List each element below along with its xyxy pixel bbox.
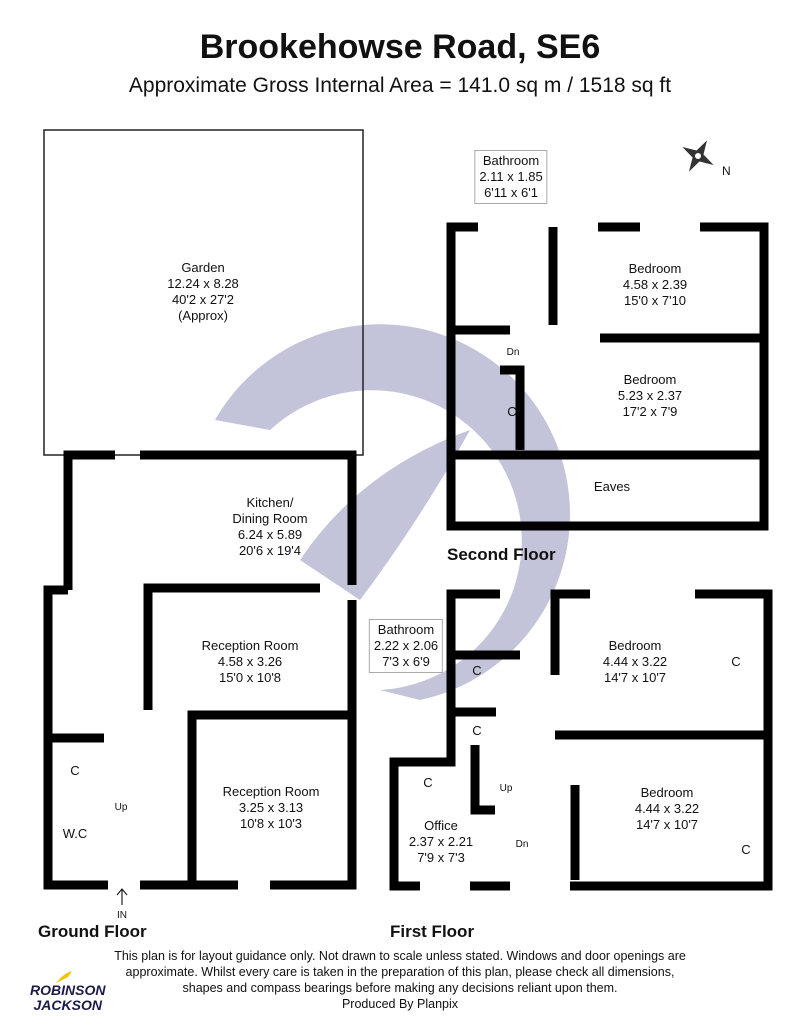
room-size-metric: 5.23 x 2.37 [617, 388, 683, 403]
room-size-imperial: 14'7 x 10'7 [603, 670, 667, 685]
room-size-metric: 4.44 x 3.22 [634, 801, 700, 816]
stairs-up-label: Up [499, 783, 513, 794]
disclaimer: This plan is for layout guidance only. N… [110, 948, 690, 1012]
room-kitchen-dining: Kitchen/ Dining Room 6.24 x 5.89 20'6 x … [232, 495, 307, 559]
logo-swoosh-icon [56, 971, 72, 983]
compass-north-label: N [722, 164, 731, 178]
room-bedroom-first-1: Bedroom 4.44 x 3.22 14'7 x 10'7 [603, 638, 667, 686]
room-size-imperial: 6'11 x 6'1 [484, 185, 538, 200]
entrance-arrow-icon [116, 888, 128, 905]
room-bathroom-first: Bathroom 2.22 x 2.06 7'3 x 6'9 [368, 619, 444, 673]
room-name: Bedroom [628, 261, 682, 276]
page-title: Brookehowse Road, SE6 [199, 28, 601, 66]
room-name: Garden [181, 260, 225, 275]
room-size-metric: 12.24 x 8.28 [167, 276, 239, 291]
room-eaves: Eaves [593, 479, 631, 494]
area-subtitle: Approximate Gross Internal Area = 141.0 … [128, 74, 672, 97]
entrance-label: IN [117, 910, 127, 921]
room-size-metric: 4.58 x 3.26 [217, 654, 283, 669]
room-name: Reception Room [201, 638, 299, 653]
room-size-imperial: 14'7 x 10'7 [635, 817, 699, 832]
room-bedroom-second-2: Bedroom 5.23 x 2.37 17'2 x 7'9 [618, 372, 682, 420]
watermark-tail [300, 430, 470, 600]
wc-label: W.C [62, 826, 88, 841]
room-size-imperial: 40'2 x 27'2 [171, 292, 235, 307]
stairs-down-label: Dn [515, 839, 529, 850]
room-size-imperial: 7'9 x 7'3 [417, 850, 465, 865]
floor-label-first: First Floor [390, 922, 475, 941]
room-reception-2: Reception Room 3.25 x 3.13 10'8 x 10'3 [223, 784, 320, 832]
room-name: Bathroom [377, 622, 435, 637]
room-name: Bedroom [640, 785, 694, 800]
room-size-imperial: 10'8 x 10'3 [239, 816, 303, 831]
room-size-metric: 4.44 x 3.22 [602, 654, 668, 669]
room-size-metric: 2.37 x 2.21 [408, 834, 474, 849]
ground-floor-walls [43, 450, 357, 890]
room-size-imperial: 15'0 x 7'10 [623, 293, 687, 308]
room-garden: Garden 12.24 x 8.28 40'2 x 27'2 (Approx) [167, 260, 239, 324]
floor-label-second: Second Floor [447, 545, 556, 564]
logo-line-2: JACKSON [33, 997, 102, 1013]
stairs-up-label: Up [114, 802, 128, 813]
room-name: Kitchen/ [246, 495, 294, 510]
room-size-metric: 3.25 x 3.13 [238, 800, 304, 815]
room-bathroom-second: Bathroom 2.11 x 1.85 6'11 x 6'1 [474, 150, 548, 204]
watermark-swirl [215, 324, 570, 700]
room-reception-1: Reception Room 4.58 x 3.26 15'0 x 10'8 [202, 638, 299, 686]
room-office: Office 2.37 x 2.21 7'9 x 7'3 [409, 818, 473, 866]
room-bedroom-second-1: Bedroom 4.58 x 2.39 15'0 x 7'10 [623, 261, 687, 309]
floor-label-ground: Ground Floor [38, 922, 147, 941]
produced-by: Produced By Planpix [341, 997, 459, 1011]
room-size-metric: 2.22 x 2.06 [373, 638, 439, 653]
second-floor-walls [446, 222, 769, 531]
room-size-imperial: 17'2 x 7'9 [622, 404, 678, 419]
cupboard-label: C [507, 404, 517, 419]
room-name: Bedroom [623, 372, 677, 387]
room-bedroom-first-2: Bedroom 4.44 x 3.22 14'7 x 10'7 [635, 785, 699, 833]
cupboard-label: C [70, 763, 80, 778]
compass-icon [682, 140, 714, 172]
room-size-imperial: 15'0 x 10'8 [218, 670, 282, 685]
room-size-metric: 6.24 x 5.89 [237, 527, 303, 542]
room-note: (Approx) [178, 308, 228, 323]
first-floor-walls [389, 589, 773, 891]
agency-logo: ROBINSON JACKSON [30, 971, 106, 1013]
cupboard-label: C [472, 663, 482, 678]
room-size-metric: 4.58 x 2.39 [622, 277, 688, 292]
room-name: Office [424, 818, 458, 833]
room-name: Reception Room [222, 784, 320, 799]
cupboard-label: C [731, 654, 741, 669]
cupboard-label: C [423, 775, 433, 790]
cupboard-label: C [472, 723, 482, 738]
room-name: Bedroom [608, 638, 662, 653]
room-size-metric: 2.11 x 1.85 [479, 169, 543, 184]
stairs-down-label: Dn [506, 347, 520, 358]
room-name-line2: Dining Room [232, 511, 308, 526]
room-size-imperial: 20'6 x 19'4 [238, 543, 302, 558]
logo-line-1: ROBINSON [30, 982, 106, 998]
room-name: Bathroom [482, 153, 540, 168]
room-size-imperial: 7'3 x 6'9 [382, 654, 430, 669]
disclaimer-text: This plan is for layout guidance only. N… [114, 949, 686, 995]
cupboard-label: C [741, 842, 751, 857]
